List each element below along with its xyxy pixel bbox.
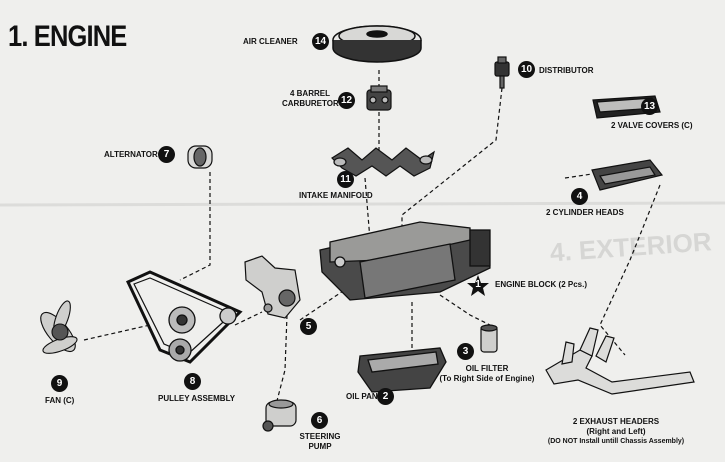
bleed-through-text: 4. EXTERIOR bbox=[549, 226, 713, 267]
oil-pan-drawing bbox=[357, 347, 447, 393]
air-cleaner-drawing bbox=[332, 25, 422, 63]
cylinder-heads-number: 4 bbox=[571, 188, 588, 205]
valve-covers-number: 13 bbox=[641, 98, 658, 115]
steering-pump-label-line1: STEERING bbox=[299, 432, 341, 441]
page-title: 1. ENGINE bbox=[8, 20, 127, 53]
steering-pump-label-line2: PUMP bbox=[308, 442, 332, 451]
pulley-assembly-number: 8 bbox=[184, 373, 201, 390]
cylinder-head-drawing bbox=[591, 159, 664, 191]
paper-fold bbox=[0, 201, 725, 207]
air-cleaner-label: AIR CLEANER bbox=[243, 37, 298, 46]
fan-label: FAN (C) bbox=[45, 396, 75, 405]
steering-pump-number: 6 bbox=[311, 412, 328, 429]
fan-drawing bbox=[40, 300, 78, 354]
intake-manifold-label: INTAKE MANIFOLD bbox=[299, 191, 373, 200]
pulley-assembly-label: PULLEY ASSEMBLY bbox=[158, 394, 236, 403]
exhaust-headers-label-line1: 2 EXHAUST HEADERS bbox=[572, 417, 660, 426]
pulley-assembly-drawing bbox=[125, 270, 243, 364]
cylinder-heads-label: 2 CYLINDER HEADS bbox=[546, 208, 624, 217]
water-pump-drawing bbox=[244, 255, 301, 319]
oil-pan-label: OIL PAN bbox=[346, 392, 378, 401]
oil-pan-number: 2 bbox=[377, 388, 394, 405]
carburetor-drawing bbox=[366, 85, 392, 111]
exhaust-headers-label-line2: (Right and Left) bbox=[586, 427, 646, 436]
engine-block-number: 1 bbox=[466, 274, 490, 298]
alternator-label: ALTERNATOR bbox=[104, 150, 158, 159]
engine-block-number-text: 1 bbox=[475, 279, 481, 290]
distributor-drawing bbox=[494, 56, 510, 89]
fan-number: 9 bbox=[51, 375, 68, 392]
engine-block-drawing bbox=[319, 221, 491, 301]
alternator-number: 7 bbox=[158, 146, 175, 163]
oil-filter-number: 3 bbox=[457, 343, 474, 360]
intake-manifold-number: 11 bbox=[337, 171, 354, 188]
oil-filter-label-line1: OIL FILTER bbox=[465, 364, 509, 373]
oil-filter-drawing bbox=[480, 324, 498, 353]
steering-pump-drawing bbox=[262, 399, 297, 432]
distributor-number: 10 bbox=[518, 61, 535, 78]
carburetor-label-line1: 4 BARREL bbox=[289, 89, 330, 98]
alternator-drawing bbox=[187, 145, 213, 169]
carburetor-number: 12 bbox=[338, 92, 355, 109]
air-cleaner-number: 14 bbox=[312, 33, 329, 50]
valve-covers-label: 2 VALVE COVERS (C) bbox=[611, 121, 693, 130]
star-badge-icon bbox=[467, 275, 489, 296]
part-5-number: 5 bbox=[300, 318, 317, 335]
exhaust-headers-drawing bbox=[545, 327, 695, 395]
distributor-label: DISTRIBUTOR bbox=[539, 66, 594, 75]
oil-filter-label-line2: (To Right Side of Engine) bbox=[439, 374, 535, 383]
exhaust-headers-label-line3: (DO NOT Install untill Chassis Assembly) bbox=[547, 438, 685, 445]
carburetor-label-line2: CARBURETOR bbox=[282, 99, 339, 108]
engine-block-label: ENGINE BLOCK (2 Pcs.) bbox=[495, 280, 588, 289]
intake-manifold-drawing bbox=[331, 147, 435, 177]
